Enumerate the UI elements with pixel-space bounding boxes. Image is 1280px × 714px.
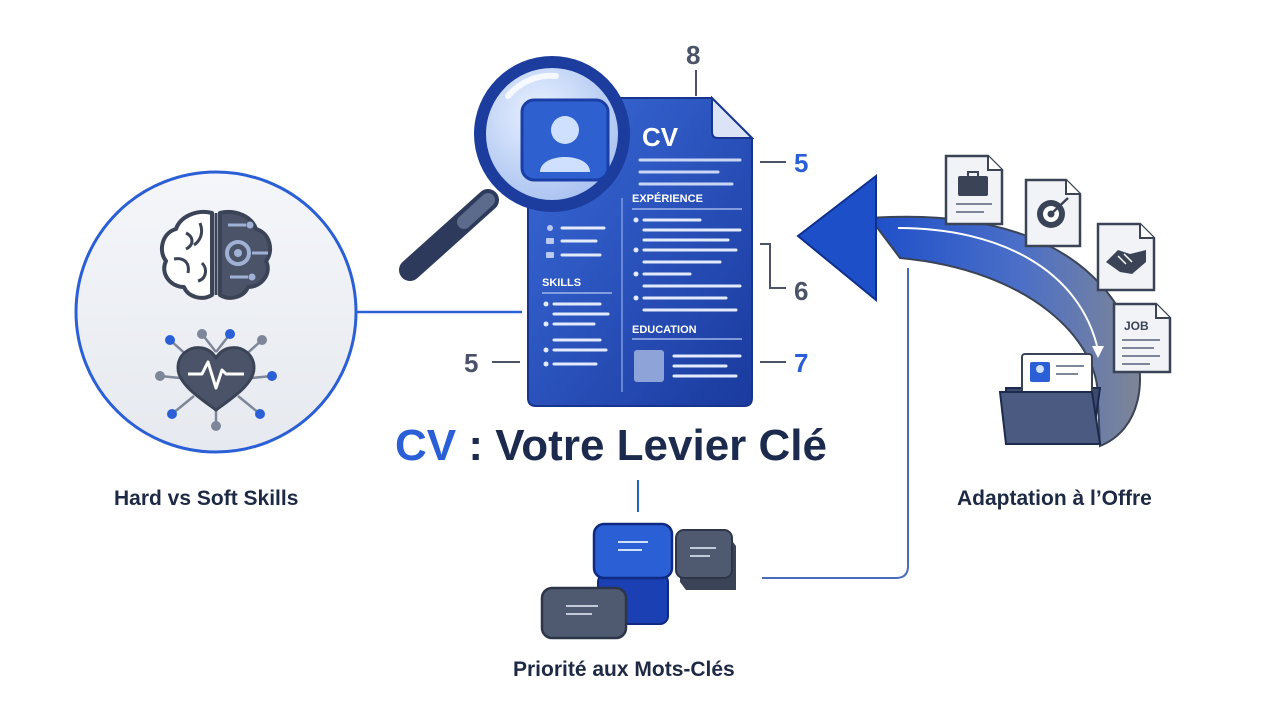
cv-doc-experience: EXPÉRIENCE [632,192,703,205]
job-document: JOB [1112,302,1172,374]
cv-doc-skills: SKILLS [542,277,581,289]
heart-network-icon [155,329,277,431]
callout-number-right-bottom: 7 [794,348,808,378]
main-title: CV : Votre Levier Clé [395,421,827,471]
folder-icon [998,353,1102,445]
label-hard-soft-skills: Hard vs Soft Skills [114,487,299,510]
handshake-icon [1096,222,1156,292]
callout-number-left: 5 [464,348,478,378]
label-mots-cles: Priorité aux Mots-Clés [513,658,735,681]
callouts [492,70,786,363]
briefcase-icon [944,154,1004,226]
title-accent: CV [395,421,457,470]
cv-doc-heading: CV [642,122,679,152]
target-icon [1024,178,1082,248]
curved-arrow-icon [796,173,1141,448]
keyword-blocks-icon [540,522,736,640]
callout-number-top: 8 [686,40,700,70]
callout-number-right-mid: 6 [794,276,808,306]
callout-number-right-top: 5 [794,148,808,178]
skills-circle [74,170,522,454]
job-doc-label: JOB [1124,319,1149,333]
profile-icon [520,98,610,182]
label-adaptation-offre: Adaptation à l’Offre [957,487,1152,510]
cv-doc-education: EDUCATION [632,324,697,336]
connector-line [762,268,909,579]
brain-icon [159,210,273,300]
title-rest: : Votre Levier Clé [456,421,827,470]
